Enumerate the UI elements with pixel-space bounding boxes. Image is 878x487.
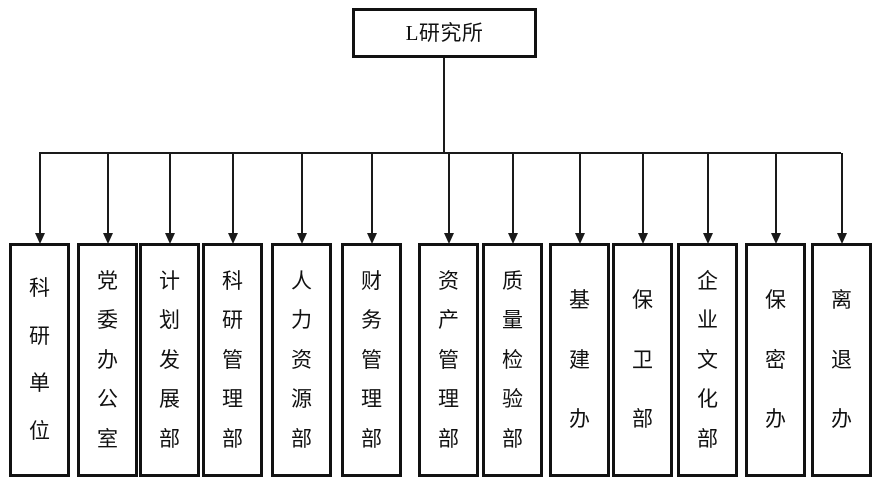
leaf-node-label-char: 保 [632,288,653,313]
drop-connector-line [370,153,373,237]
arrow-down-icon [507,233,518,244]
leaf-node-label-char: 检 [502,347,523,372]
leaf-node-11[interactable]: 企业文化部 [677,243,738,477]
drop-connector-line [168,153,171,237]
leaf-node-label-char: 理 [438,387,459,411]
leaf-node-label-char: 企 [697,268,718,293]
drop-connector-line [106,153,109,237]
arrow-down-icon [164,233,175,244]
leaf-node-label-char: 卫 [632,347,653,372]
leaf-node-label-char: 业 [697,308,718,332]
leaf-node-label-char: 源 [291,387,312,411]
leaf-node-label-char: 产 [438,308,459,332]
leaf-node-label-char: 部 [159,426,180,451]
leaf-node-label-char: 管 [222,347,243,372]
leaf-node-label-char: 管 [361,347,382,372]
trunk-connector-line [443,58,445,154]
leaf-node-13[interactable]: 离退办 [811,243,872,477]
leaf-node-label-char: 办 [831,406,852,431]
leaf-node-10[interactable]: 保卫部 [612,243,673,477]
leaf-node-label-char: 公 [97,387,118,411]
leaf-node-label-char: 退 [831,347,852,372]
leaf-node-label-char: 部 [438,426,459,451]
leaf-node-label-char: 管 [438,347,459,372]
drop-connector-line [578,153,581,237]
root-node-label: L研究所 [405,20,484,45]
leaf-node-label-char: 办 [97,347,118,372]
leaf-node-4[interactable]: 科研管理部 [202,243,263,477]
leaf-node-8[interactable]: 质量检验部 [482,243,543,477]
leaf-node-label-char: 保 [765,288,786,313]
leaf-node-label-char: 文 [697,347,718,372]
leaf-node-label-char: 研 [29,323,50,348]
leaf-node-label-char: 计 [159,268,180,293]
drop-connector-line [447,153,450,237]
arrow-down-icon [102,233,113,244]
drop-connector-line [511,153,514,237]
drop-connector-line [774,153,777,237]
leaf-node-label-char: 资 [438,268,459,293]
arrow-down-icon [296,233,307,244]
leaf-node-label-char: 单 [29,371,50,396]
leaf-node-label-char: 力 [291,308,312,332]
leaf-node-label-char: 划 [159,308,180,332]
leaf-node-label-char: 部 [222,426,243,451]
drop-connector-line [706,153,709,237]
leaf-node-6[interactable]: 财务管理部 [341,243,402,477]
leaf-node-label-char: 部 [697,426,718,451]
leaf-node-label-char: 展 [159,387,180,411]
leaf-node-label-char: 人 [291,268,312,293]
leaf-node-label-char: 部 [632,406,653,431]
leaf-node-label-char: 理 [222,387,243,411]
drop-connector-line [641,153,644,237]
leaf-node-label-char: 部 [291,426,312,451]
leaf-node-label-char: 财 [361,268,382,293]
arrow-down-icon [34,233,45,244]
leaf-node-1[interactable]: 科研单位 [9,243,70,477]
arrow-down-icon [227,233,238,244]
arrow-down-icon [770,233,781,244]
leaf-node-label-char: 验 [502,387,523,411]
leaf-node-label-char: 科 [29,276,50,301]
arrow-down-icon [366,233,377,244]
leaf-node-2[interactable]: 党委办公室 [77,243,138,477]
leaf-node-label-char: 务 [361,308,382,332]
leaf-node-label-char: 委 [97,308,118,332]
leaf-node-label-char: 发 [159,347,180,372]
leaf-node-12[interactable]: 保密办 [745,243,806,477]
leaf-node-label-char: 党 [97,268,118,293]
drop-connector-line [231,153,234,237]
leaf-node-label-char: 研 [222,308,243,332]
leaf-node-label-char: 室 [97,426,118,451]
root-node-l-institute[interactable]: L研究所 [352,8,537,58]
leaf-node-label-char: 位 [29,418,50,443]
drop-connector-line [38,153,41,237]
arrow-down-icon [443,233,454,244]
drop-connector-line [300,153,303,237]
leaf-node-label-char: 理 [361,387,382,411]
drop-connector-line [840,153,843,237]
leaf-node-5[interactable]: 人力资源部 [271,243,332,477]
horizontal-bus-line [39,152,841,154]
leaf-node-label-char: 资 [291,347,312,372]
leaf-node-label-char: 部 [361,426,382,451]
leaf-node-label-char: 离 [831,288,852,313]
leaf-node-7[interactable]: 资产管理部 [418,243,479,477]
leaf-node-label-char: 办 [569,406,590,431]
leaf-node-label-char: 密 [765,347,786,372]
leaf-node-label-char: 量 [502,308,523,332]
leaf-node-3[interactable]: 计划发展部 [139,243,200,477]
leaf-node-label-char: 科 [222,268,243,293]
arrow-down-icon [637,233,648,244]
leaf-node-label-char: 化 [697,387,718,411]
leaf-node-label-char: 部 [502,426,523,451]
leaf-node-label-char: 质 [502,268,523,293]
leaf-node-label-char: 建 [569,347,590,372]
arrow-down-icon [702,233,713,244]
leaf-node-label-char: 基 [569,288,590,313]
leaf-node-9[interactable]: 基建办 [549,243,610,477]
arrow-down-icon [574,233,585,244]
leaf-node-label-char: 办 [765,406,786,431]
arrow-down-icon [836,233,847,244]
